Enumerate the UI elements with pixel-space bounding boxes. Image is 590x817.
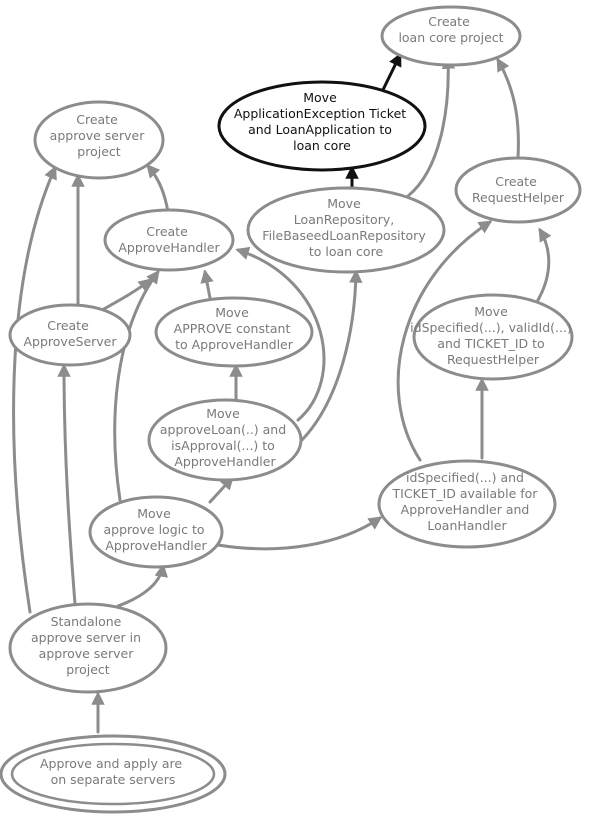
edge-approve-constant-to-create-approve-handler (200, 269, 214, 300)
node-create-approve-handler[interactable]: Create ApproveHandler (103, 208, 235, 272)
node-create-request-helper[interactable]: Create RequestHelper (454, 156, 582, 224)
node-move-approve-logic[interactable]: Move approve logic to ApproveHandler (88, 495, 224, 569)
svg-text:Move approve logic to: Move approve logic to ApproveHandler (103, 506, 208, 553)
node-line: Move (303, 90, 337, 105)
edge-approve-loan-to-move-loan-repository (300, 269, 363, 442)
edge-approve-logic-to-move-approve-loan (208, 476, 234, 504)
node-create-approve-server-project[interactable]: Create approve server project (33, 100, 165, 180)
node-line: idSpecified(...), validId(...) (410, 320, 572, 335)
node-line: Move (215, 305, 249, 320)
node-line: Move (327, 196, 361, 211)
edge-approve-logic-to-create-approve-handler (113, 269, 160, 502)
edge-id-specified-available-to-create-request-helper (396, 220, 493, 462)
node-line: ApproveHandler and (401, 502, 530, 517)
node-goal[interactable]: Approve and apply are on separate server… (0, 734, 227, 814)
node-line: LoanRepository, (294, 212, 394, 227)
node-line: APPROVE constant (174, 321, 291, 336)
node-move-application-exception[interactable]: Move ApplicationException Ticket and Loa… (217, 80, 427, 172)
node-line: ApproveServer (23, 334, 117, 349)
node-line: idSpecified(...) and (406, 470, 524, 485)
svg-text:Create ApproveHandler: Create ApproveHandler (118, 224, 220, 255)
node-line: project (77, 144, 120, 159)
node-line: and TICKET_ID to (437, 336, 544, 351)
node-move-approve-loan[interactable]: Move approveLoan(..) and isApproval(...)… (147, 398, 303, 482)
edge-standalone-to-create-approve-server (57, 363, 77, 606)
edge-approve-logic-to-id-specified-available (216, 516, 383, 551)
edge-standalone-to-move-approve-logic (116, 563, 168, 608)
node-line: Create (47, 318, 89, 333)
node-line: Move (206, 406, 240, 421)
node-line: ApplicationException Ticket (234, 106, 406, 121)
node-line: Create (146, 224, 188, 239)
node-line: RequestHelper (472, 190, 565, 205)
node-line: approve server (50, 128, 146, 143)
svg-text:Move idSpecified(...), v: Move idSpecified(...), validId(...) and … (410, 304, 576, 367)
node-move-id-specified[interactable]: Move idSpecified(...), validId(...) and … (410, 293, 576, 381)
node-line: on separate servers (51, 772, 176, 787)
edge-request-helper-to-create-loan-core-project (496, 57, 520, 160)
node-line: approve logic to (103, 522, 204, 537)
node-line: ApproveHandler (174, 454, 276, 469)
svg-text:Move ApplicationExceptio: Move ApplicationException Ticket and Loa… (234, 90, 410, 153)
node-line: ApproveHandler (105, 538, 207, 553)
node-line: loan core project (398, 30, 503, 45)
node-line: approve server (39, 646, 135, 661)
node-id-specified-available[interactable]: idSpecified(...) and TICKET_ID available… (377, 459, 557, 549)
node-move-loan-repository[interactable]: Move LoanRepository, FileBaseedLoanRepos… (246, 186, 446, 274)
svg-text:idSpecified(...) and TIC: idSpecified(...) and TICKET_ID available… (392, 470, 542, 533)
node-standalone-approve-server[interactable]: Standalone approve server in approve ser… (8, 602, 168, 694)
svg-text:Move approveLoan(..) and: Move approveLoan(..) and isApproval(...)… (160, 406, 290, 469)
node-line: Create (76, 112, 118, 127)
node-line: Move (137, 506, 171, 521)
svg-text:Create RequestHelper: Create RequestHelper (472, 174, 565, 205)
edge-create-approve-server-to-create-approve-handler (100, 278, 153, 312)
node-line: approveLoan(..) and (160, 422, 286, 437)
svg-text:Move APPROVE constant: Move APPROVE constant to ApproveHandler (174, 305, 295, 352)
node-line: Approve and apply are (40, 756, 182, 771)
node-line: LoanHandler (427, 518, 507, 533)
node-line: ApproveHandler (118, 240, 220, 255)
edge-standalone-to-create-approve-server-project (12, 165, 57, 614)
node-line: project (66, 662, 109, 677)
edge-create-approve-handler-to-create-approve-server-project (146, 163, 170, 214)
node-line: Create (428, 14, 470, 29)
node-line: FileBaseedLoanRepository (262, 228, 426, 243)
node-line: approve server in (31, 630, 141, 645)
svg-text:Create ApproveServer: Create ApproveServer (23, 318, 117, 349)
svg-text:Approve and apply are on: Approve and apply are on separate server… (40, 756, 186, 787)
svg-text:Move LoanRepository,: Move LoanRepository, FileBaseedLoanRepos… (262, 196, 429, 259)
node-create-loan-core-project[interactable]: Create loan core project (380, 5, 522, 67)
node-line: Create (495, 174, 537, 189)
node-line: Move (474, 304, 508, 319)
node-line: Standalone (51, 614, 122, 629)
svg-text:Create loan core project: Create loan core project (398, 14, 503, 45)
node-line: loan core (293, 138, 351, 153)
node-line: RequestHelper (447, 352, 540, 367)
node-line: and LoanApplication to (248, 122, 392, 137)
node-line: isApproval(...) to (171, 438, 275, 453)
node-line: to ApproveHandler (175, 337, 294, 352)
node-line: to loan core (309, 244, 384, 259)
edge-approve-loan-to-create-approve-handler (235, 246, 326, 422)
edge-loan-repository-to-create-loan-core-project (406, 55, 456, 198)
node-move-approve-constant[interactable]: Move APPROVE constant to ApproveHandler (154, 296, 314, 368)
node-line: TICKET_ID available for (392, 486, 539, 501)
edge-move-id-specified-to-create-request-helper (536, 227, 552, 302)
svg-text:Standalone approve serve: Standalone approve server in approve ser… (31, 614, 145, 677)
svg-text:Create approve server: Create approve server project (50, 112, 149, 159)
node-create-approve-server[interactable]: Create ApproveServer (8, 303, 132, 367)
